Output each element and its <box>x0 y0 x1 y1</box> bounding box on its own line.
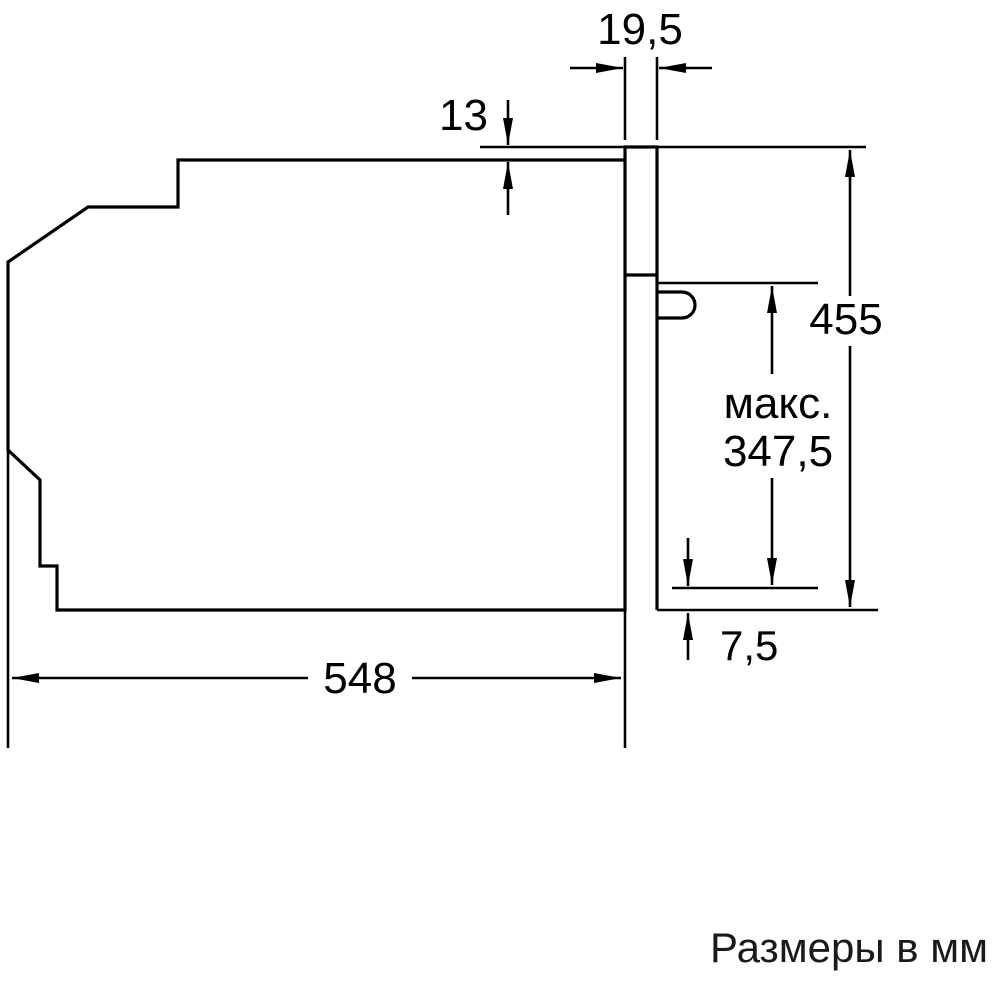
dim-depth: 548 <box>12 654 621 703</box>
dim-door-thickness: 19,5 <box>570 5 712 73</box>
reference-lines <box>6 57 878 748</box>
top-overhang-label: 13 <box>439 91 488 140</box>
door-thickness-label: 19,5 <box>597 5 683 54</box>
max-height-value-label: 347,5 <box>723 427 833 476</box>
height-label: 455 <box>809 295 882 344</box>
units-caption: Размеры в мм <box>710 924 988 971</box>
dim-bottom-clearance: 7,5 <box>683 538 778 669</box>
dim-height: 455 <box>809 150 883 607</box>
oven-body-profile <box>6 158 627 612</box>
bottom-clearance-label: 7,5 <box>720 622 778 669</box>
connector-plug <box>657 290 697 320</box>
oven-door-frame <box>623 145 697 610</box>
max-height-word-label: макс. <box>724 379 833 428</box>
door-outline <box>623 145 659 610</box>
dim-top-overhang: 13 <box>439 91 513 215</box>
depth-label: 548 <box>323 654 396 703</box>
dim-max-height: макс. 347,5 <box>723 286 833 585</box>
body-outline <box>6 158 627 612</box>
